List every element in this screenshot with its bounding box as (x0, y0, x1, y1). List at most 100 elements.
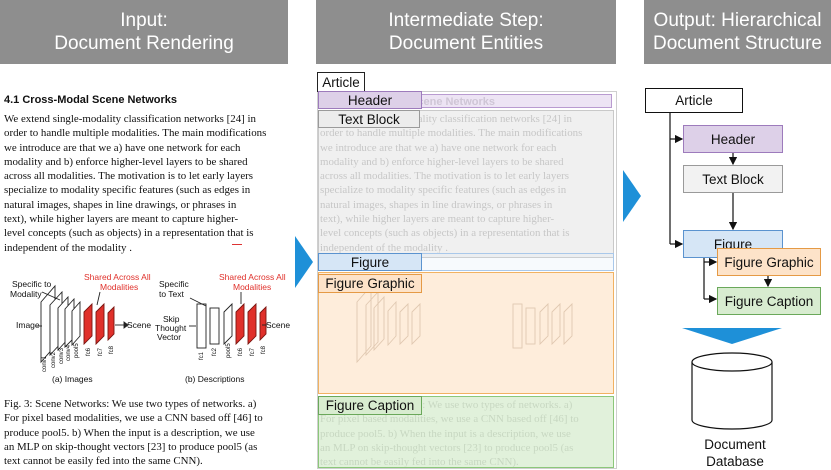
body-line: modality and b) enforce higher-level lay… (4, 155, 248, 168)
right-fc-label: fc8 (261, 345, 267, 354)
left-layer-label: conv1 (42, 355, 48, 372)
caption-line: Fig. 3: Scene Networks: We use two types… (4, 398, 257, 410)
text-block-region (318, 110, 614, 258)
right-fc2-block (209, 307, 220, 345)
header-middle-line2: Document Entities (388, 33, 544, 54)
left-conv3-block (57, 295, 69, 352)
ghost-body-text: We extend single-modality classification… (320, 112, 615, 258)
left-input-label: Image (16, 320, 40, 330)
left-shared-line2: Modalities (100, 282, 138, 292)
left-specific-line2: Modality (10, 289, 42, 299)
body-line: independent of the modality . (4, 241, 132, 254)
right-output-label: Scene (266, 320, 290, 330)
tree-text-block: Text Block (683, 165, 783, 193)
body-line: we introduce are that we a) have one net… (4, 141, 241, 154)
figure-caption-text: Fig. 3: Scene Networks: We use two types… (4, 397, 288, 468)
left-specific-line1: Specific to (12, 279, 51, 289)
entity-figure-caption: Figure Caption (318, 396, 422, 415)
body-text: We extend single-modality classification… (4, 112, 288, 255)
tree-figure-caption: Figure Caption (717, 287, 821, 315)
left-layer-label: conv4 (66, 344, 72, 361)
tree-article: Article (645, 88, 743, 113)
left-fc7-block (95, 302, 105, 346)
red-mark (232, 244, 242, 245)
right-shared-line2: Modalities (233, 282, 271, 292)
body-line: across all modalities. The motivation is… (4, 170, 254, 183)
left-layer-label: pool5 (74, 343, 80, 358)
ghost-line: specialize to modality specific features… (320, 184, 567, 197)
right-input-line3: Vector (157, 332, 181, 342)
right-layer-label: pool5 (226, 343, 232, 358)
flow-arrow-middle-to-output (623, 170, 641, 222)
right-specific-line2: to Text (159, 289, 185, 299)
left-layer-label: conv2 (51, 351, 57, 368)
ghost-line: across all modalities. The motivation is… (320, 170, 570, 183)
right-layer-label: fc1 (199, 351, 205, 360)
right-fc-label: fc6 (238, 347, 244, 356)
header-input: Input: Document Rendering (0, 0, 288, 64)
ghost-line: modality and b) enforce higher-level lay… (320, 155, 564, 168)
left-fc-label: fc8 (109, 345, 115, 354)
right-caption: (b) Descriptions (185, 374, 245, 384)
left-fc-label: fc7 (98, 347, 104, 356)
right-input-line1: Skip (163, 314, 180, 324)
right-fc1-block (196, 303, 207, 349)
left-conv1-block (40, 284, 56, 364)
header-input-line2: Document Rendering (54, 33, 234, 54)
body-line: order to handle multiple modalities. The… (4, 127, 267, 140)
entity-text-block: Text Block (318, 110, 420, 128)
body-line: We extend single-modality classification… (4, 113, 256, 125)
entity-header: Header (318, 91, 422, 109)
section-title: 4.1 Cross-Modal Scene Networks (4, 94, 178, 106)
ghost-line: we introduce are that we a) have one net… (320, 141, 557, 154)
right-fc-label: fc7 (250, 347, 256, 356)
entity-article: Article (317, 72, 365, 92)
database-label-line2: Database (706, 454, 764, 469)
body-line: level concepts (such as objects) in a re… (4, 227, 254, 240)
tree-figure-graphic: Figure Graphic (717, 248, 821, 276)
left-caption: (a) Images (52, 374, 93, 384)
right-pool5-block (223, 302, 233, 346)
figure-caption-region (318, 396, 614, 468)
header-input-line1: Input: (120, 10, 168, 31)
right-layer-label: fc2 (212, 347, 218, 356)
left-conv4-block (64, 297, 75, 349)
entity-figure: Figure (318, 253, 422, 271)
right-fc8-block (259, 305, 267, 342)
body-line: text), while higher layers are meant to … (4, 213, 239, 226)
body-line: natural images, shapes in line drawings,… (4, 198, 237, 211)
right-fc7-block (247, 302, 257, 346)
ghost-line: independent of the modality . (320, 241, 448, 254)
caption-line: an MLP on skip-thought vectors [23] to p… (4, 440, 258, 453)
left-pool5-block (71, 300, 81, 347)
right-specific-line1: Specific (159, 279, 190, 289)
left-fc6-block (83, 302, 93, 346)
ghost-line: level concepts (such as objects) in a re… (320, 227, 570, 240)
entity-figure-graphic: Figure Graphic (318, 274, 422, 293)
header-output-line1: Output: Hierarchical (653, 10, 822, 31)
caption-line: text cannot be easily fed into the same … (4, 455, 203, 468)
tree-header: Header (683, 125, 783, 153)
database-label: Document Database (690, 436, 780, 470)
left-fc8-block (107, 305, 115, 342)
header-output: Output: Hierarchical Document Structure (644, 0, 831, 64)
database-label-line1: Document (704, 437, 766, 452)
ghost-line: natural images, shapes in line drawings,… (320, 198, 553, 211)
header-output-line2: Document Structure (653, 33, 822, 54)
flow-arrow-input-to-middle (295, 236, 313, 288)
caption-line: For pixel based modalities, we use a CNN… (4, 412, 263, 425)
database-icon (691, 352, 773, 430)
left-output-label: Scene (127, 320, 151, 330)
ghost-line: order to handle multiple modalities. The… (320, 127, 583, 140)
header-middle: Intermediate Step: Document Entities (316, 0, 616, 64)
left-fc-label: fc6 (86, 347, 92, 356)
header-middle-line1: Intermediate Step: (388, 10, 544, 31)
ghost-line: text), while higher layers are meant to … (320, 213, 555, 226)
right-input-line2: Thought (155, 323, 187, 333)
left-shared-line1: Shared Across All (84, 272, 151, 282)
database-arrow (682, 328, 782, 344)
caption-line: produce pool5. b) When the input is a de… (4, 426, 255, 439)
ghost-section-title: 4.1 Cross-Modal Scene Networks (410, 96, 496, 108)
right-shared-line1: Shared Across All (219, 272, 286, 282)
left-layer-label: conv3 (59, 347, 65, 364)
